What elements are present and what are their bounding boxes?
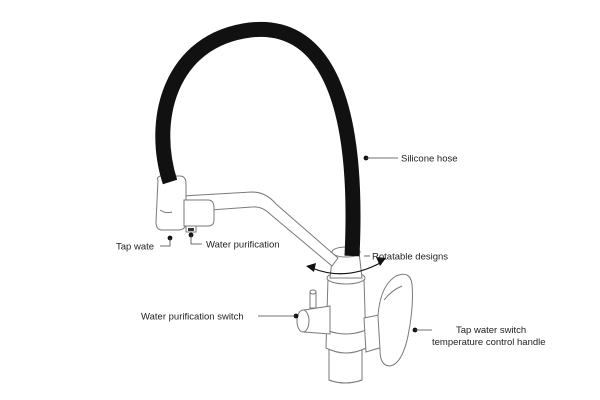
callout-rotatable-designs: Rotatable designs bbox=[364, 252, 448, 263]
callout-water-purification-switch: Water purification switch bbox=[141, 312, 299, 323]
callout-tap-water: Tap wate bbox=[116, 235, 173, 253]
tap-water-spout bbox=[155, 175, 339, 267]
callout-lever-handle: Tap water switch temperature control han… bbox=[412, 325, 546, 348]
callout-water-purification: Water purification bbox=[188, 232, 280, 251]
lever-handle bbox=[363, 273, 413, 367]
rotation-arrow bbox=[306, 257, 386, 275]
callout-silicone-hose: Silicone hose bbox=[363, 154, 458, 165]
label-water-purification-switch: Water purification switch bbox=[141, 312, 244, 323]
label-tap-water: Tap wate bbox=[116, 242, 154, 253]
faucet-body bbox=[325, 271, 367, 354]
label-water-purification: Water purification bbox=[206, 240, 280, 251]
label-handle-line2: temperature control handle bbox=[432, 337, 546, 348]
label-rotatable-designs: Rotatable designs bbox=[372, 252, 448, 263]
silicone-hose bbox=[155, 21, 361, 257]
water-purification-knob bbox=[296, 289, 331, 335]
label-silicone-hose: Silicone hose bbox=[401, 154, 458, 165]
label-handle-line1: Tap water switch bbox=[456, 325, 526, 336]
